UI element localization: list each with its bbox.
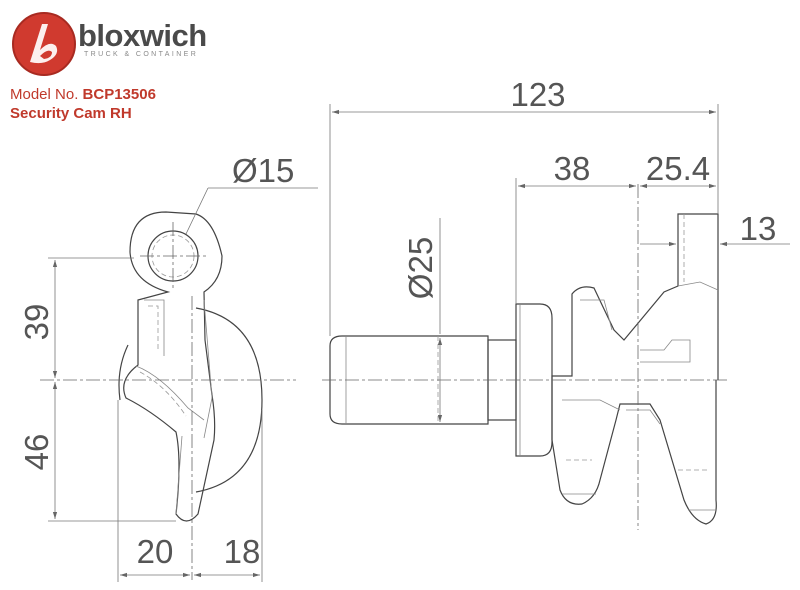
product-name: Security Cam RH — [10, 105, 132, 122]
dim-offset-25-4: 25.4 — [646, 150, 710, 187]
dim-hole-diameter: Ø15 — [232, 152, 294, 189]
dim-left-width: 20 — [137, 533, 174, 570]
dim-overall-length: 123 — [510, 76, 565, 113]
dim-offset-38: 38 — [554, 150, 591, 187]
dim-pin-diameter: Ø25 — [402, 237, 439, 299]
front-view: 123 38 25.4 13 Ø25 — [322, 76, 790, 530]
dim-upper-height: 39 — [18, 304, 55, 341]
model-line: Model No. BCP13506 — [10, 86, 156, 103]
side-view: 39 46 20 18 Ø15 — [18, 152, 318, 582]
brand-logo — [12, 12, 76, 76]
model-label: Model No. — [10, 86, 79, 103]
dim-lower-height: 46 — [18, 434, 55, 471]
dim-tab-thickness: 13 — [740, 210, 777, 247]
brand-name: bloxwich — [78, 18, 207, 53]
dim-right-width: 18 — [224, 533, 261, 570]
model-number: BCP13506 — [82, 86, 156, 103]
brand-tagline: TRUCK & CONTAINER — [84, 51, 199, 58]
